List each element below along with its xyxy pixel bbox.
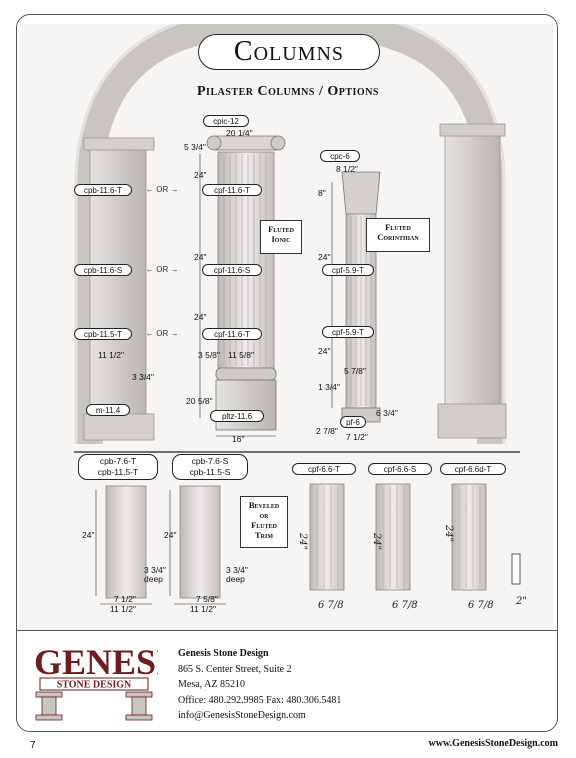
company-address-1: 865 S. Center Street, Suite 2: [178, 663, 292, 675]
sku-pill: cpf-6.6-S: [368, 463, 432, 475]
dimension-label: 3 5/8": [198, 350, 220, 360]
page-number: 7: [30, 740, 36, 751]
dimension-label: 24": [194, 312, 207, 322]
or-label: ← OR →: [146, 185, 179, 194]
dimension-label: 24": [443, 524, 455, 543]
logo-subtext: STONE DESIGN: [57, 680, 132, 691]
dimension-label: 2": [516, 596, 527, 607]
dimension-label: 6 7/8: [392, 600, 418, 611]
fluted-ionic-label: Fluted Ionic: [260, 220, 302, 254]
sku-pill: cpic-12: [203, 115, 249, 127]
label-line: Corinthian: [377, 232, 419, 242]
dimension-label: 6 3/4": [376, 408, 398, 418]
sku-pill: cpb-7.6-T cpb-11.5-T: [78, 454, 158, 480]
or-label: ← OR →: [146, 265, 179, 274]
label-line: Fluted: [251, 520, 277, 530]
company-address-2: Mesa, AZ 85210: [178, 679, 245, 690]
company-email[interactable]: info@GenesisStoneDesign.com: [178, 710, 306, 721]
page-title: Columns: [198, 34, 380, 70]
sku-pill: cpf-5.9-T: [322, 264, 374, 276]
dimension-label: 24": [318, 346, 331, 356]
logo-graphic: GENESIS STONE DESIGN: [34, 642, 190, 721]
dimension-label: 20 1/4": [226, 128, 253, 138]
dimension-label: 24": [194, 170, 207, 180]
dimension-label: 11 1/2": [98, 350, 125, 360]
or-label: ← OR →: [146, 329, 179, 338]
beveled-fluted-trim-label: Beveled or Fluted Trim: [240, 496, 288, 548]
sku-pill: cpf-11.6-S: [202, 264, 262, 276]
page-frame: [16, 14, 558, 732]
dimension-label: 3 3/4" deep: [226, 565, 248, 584]
dimension-label: 24": [371, 532, 383, 551]
dimension-label: 8 1/2": [336, 164, 358, 174]
dimension-label: 11 1/2": [110, 604, 137, 614]
dimension-label: 7 1/2": [114, 594, 136, 604]
sku-pill: cpf-5.9-T: [322, 326, 374, 338]
company-phone: Office: 480.292.9985 Fax: 480.306.5481: [178, 694, 342, 706]
label-line: or: [259, 510, 269, 520]
dimension-label: 8": [318, 188, 326, 198]
dimension-label: 24": [318, 252, 331, 262]
logo-text: GENESIS: [34, 642, 158, 682]
dimension-label: 3 3/4": [132, 372, 154, 382]
sku-line: cpb-7.6-S: [191, 456, 229, 466]
sku-pill: pltz-11.6: [210, 410, 264, 422]
genesis-logo: GENESIS STONE DESIGN: [30, 636, 190, 722]
dimension-label: 3 3/4" deep: [144, 565, 166, 584]
dimension-label: 11 1/2": [190, 604, 217, 614]
label-line: Beveled: [248, 500, 280, 510]
sku-pill: cpf-11.6-T: [202, 184, 262, 196]
page-subtitle: Pilaster Columns / Options: [197, 84, 379, 99]
dimension-label: 2 7/8": [316, 426, 338, 436]
company-info: Genesis Stone Design 865 S. Center Stree…: [178, 646, 341, 724]
sku-pill: cpc-6: [320, 150, 360, 162]
sku-pill: cpf-6.6-T: [292, 463, 356, 475]
dimension-label: 6 7/8: [468, 600, 494, 611]
website-link[interactable]: www.GenesisStoneDesign.com: [428, 738, 558, 749]
dimension-label: 11 5/8": [228, 350, 255, 360]
sku-line: cpb-11.5-T: [97, 467, 139, 477]
dimension-label: 24": [297, 532, 309, 551]
dimension-label: 7 1/2": [346, 432, 368, 442]
fluted-corinthian-label: Fluted Corinthian: [366, 218, 430, 252]
company-name: Genesis Stone Design: [178, 648, 269, 659]
sku-pill: cpb-7.6-S cpb-11.5-S: [172, 454, 248, 480]
dimension-label: 24": [194, 252, 207, 262]
dimension-label: 5 7/8": [344, 366, 366, 376]
dimension-label: 20 5/8": [186, 396, 213, 406]
sku-pill: m-11.4: [86, 404, 130, 416]
sku-pill: cpb-11.6-T: [74, 184, 132, 196]
footer-divider: [16, 630, 558, 631]
label-line: Trim: [254, 530, 273, 540]
dimension-label: 1 3/4": [318, 382, 340, 392]
dimension-label: 16": [232, 434, 245, 444]
sku-pill: cpf-6.6d-T: [440, 463, 506, 475]
sku-line: cpb-7.6-T: [99, 456, 137, 466]
dimension-label: 24": [82, 530, 95, 540]
sku-pill: pf-6: [340, 416, 366, 428]
sku-pill: cpf-11.6-T: [202, 328, 262, 340]
dimension-label: 5 3/4": [184, 142, 206, 152]
dimension-label: 24": [164, 530, 177, 540]
label-line: Fluted: [268, 224, 294, 234]
label-line: Fluted: [385, 222, 411, 232]
sku-pill: cpb-11.5-T: [74, 328, 132, 340]
sku-line: cpb-11.5-S: [189, 467, 231, 477]
dimension-label: 7 5/8": [196, 594, 218, 604]
sku-pill: cpb-11.6-S: [74, 264, 132, 276]
label-line: Ionic: [271, 234, 291, 244]
dimension-label: 6 7/8: [318, 600, 344, 611]
